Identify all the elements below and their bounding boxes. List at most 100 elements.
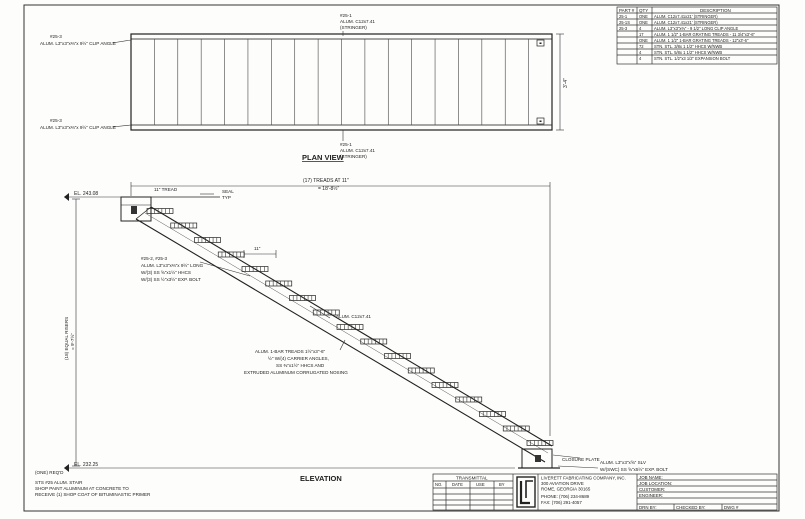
company-fax: FAX: (706) 291-4057	[541, 500, 582, 505]
clip-note-3: W/(3) SS ⅝"x1½" HHCS	[141, 269, 191, 275]
plan-bottom-part: #25-1	[340, 142, 352, 147]
bom-cell: ALUM. 1 1/2" 1-BAR GRATING TREADS - 12"x…	[654, 38, 749, 43]
tread-section	[431, 382, 459, 388]
bom-cell: 25-1	[619, 14, 628, 19]
stringer-top-edge	[150, 206, 553, 447]
bom-cell: ONE	[639, 14, 648, 19]
bill-of-materials	[616, 6, 778, 65]
transmittal-title: TRANSMITTAL	[456, 476, 488, 481]
notes-line-2: SHOP PAINT ALUMINUM AT CONCRETE TO	[35, 486, 129, 491]
company-phone: PHONE: (706) 234-8689	[541, 494, 590, 499]
seal-sub: TYP	[222, 195, 231, 200]
tread-section	[146, 208, 174, 214]
transmittal-col-by: BY	[499, 482, 505, 487]
el-bottom: EL. 232.25	[74, 462, 98, 468]
bom-header-desc: DESCRIPTION	[700, 8, 731, 13]
tread-section	[502, 425, 530, 432]
tread-section	[479, 411, 506, 417]
top-anchor-bolt	[131, 206, 137, 214]
dwg-number-label: DWG #	[724, 505, 739, 510]
bottom-anchor-bolt	[535, 455, 541, 462]
tread-section	[265, 280, 293, 287]
bom-cell: ONE	[639, 38, 648, 43]
transmittal-col-no: NO.	[435, 482, 442, 487]
tread-section	[384, 353, 411, 359]
transmittal-col-use: USE	[476, 482, 485, 487]
plan-bolt-top	[539, 42, 542, 44]
treads-dim: (17) TREADS AT 11"	[303, 178, 349, 184]
bom-cell: STN. STL. 3/8x 1 1/2" HHCS W/NWB	[654, 44, 722, 49]
plan-clip-part-bottom: #25-3	[50, 118, 62, 123]
notes-header: (ONE) REQ'D	[35, 470, 64, 475]
plan-bottom-part-sub: (STRINGER)	[340, 154, 367, 159]
engineer-label: ENGINEER:	[639, 493, 663, 498]
bom-cell: 25-3	[619, 26, 628, 31]
tread-section	[336, 324, 364, 330]
stringer-center-line	[144, 212, 549, 454]
bom-header-part: PART #	[619, 8, 635, 13]
plan-clip-top-right	[536, 39, 545, 47]
tread-section	[194, 237, 221, 243]
tread-section	[455, 396, 483, 403]
tread-section	[170, 222, 198, 229]
clip-note-4: W/(3) SS ½"x3½" EXP. BOLT	[141, 276, 201, 282]
elevation-view	[64, 182, 599, 472]
elevation-treads	[146, 208, 554, 446]
transmittal-col-date: DATE	[452, 482, 463, 487]
bom-cell: ALUM. 1 1/2" 1-BAR GRATING TREADS - 11 3…	[654, 32, 755, 37]
elevation-title: ELEVATION	[300, 474, 342, 483]
plan-bottom-stringer	[130, 124, 553, 131]
plan-top-part-sub: (STRINGER)	[340, 25, 367, 30]
job-location-label: JOB LOCATION:	[639, 481, 672, 486]
customer-label: CUSTOMER:	[639, 487, 665, 492]
plan-bottom-part-desc: ALUM. C12x7.41	[340, 148, 375, 153]
tread-section	[407, 367, 435, 374]
bom-cell: 17	[639, 32, 644, 37]
treads-total: = 18'-8½"	[318, 185, 339, 192]
tread-note-1: ALUM. 1-BAR TREADS 1½"x3"-6"	[255, 348, 326, 354]
bom-cell: STN. STL. 1/2"x3 1/2" EXPANSION BOLT	[654, 56, 731, 61]
plan-view-title: PLAN VIEW	[302, 153, 345, 162]
plan-top-part-desc: ALUM. C12x7.41	[340, 19, 375, 24]
bom-header-qty: QTY	[639, 8, 648, 13]
plan-view: 3'-4"	[111, 31, 569, 141]
tread-section	[289, 295, 316, 301]
plan-top-stringer	[130, 33, 553, 40]
tread-note-3: SS ⅜"x1½" HHCS AND	[276, 362, 325, 368]
plan-top-part: #25-1	[340, 13, 352, 18]
company-city: ROME, GEORGIA 30165	[541, 487, 591, 492]
notes-line-1: STS #25 ALUM. STAIR	[35, 480, 83, 485]
bom-cell: ALUM. C12x7.41x21' (STRINGER)	[654, 14, 718, 19]
tread-note-4: EXTRUDED ALUMINUM CORRUGATED NOSING	[244, 370, 348, 375]
drawn-by-label: DRN BY:	[639, 505, 657, 510]
bom-cell: ALUM. C12x7.41x21' (STRINGER)	[654, 20, 718, 25]
clip-note-1: #25-2, #25-3	[141, 256, 167, 261]
company-address: 300 AVIATION DRIVE	[541, 481, 584, 486]
plan-tread-lines	[154, 39, 529, 125]
seal-label: SEAL	[222, 189, 234, 194]
bom-cell: 4	[639, 50, 642, 55]
checked-by-label: CHECKED BY:	[676, 505, 706, 510]
plan-clip-bottom-right	[536, 117, 545, 125]
bom-cell: STN. STL. 5/8x 1 1/2" HHCS W/NWB	[654, 50, 722, 55]
stringer-bottom-edge	[135, 218, 546, 463]
plan-width-dim: 3'-4"	[563, 78, 569, 88]
risers-dim: (18) EQUAL RISERS	[64, 317, 69, 360]
tread-section	[241, 266, 269, 272]
el-top: EL. 243.08	[74, 191, 98, 197]
plan-clip-part-top: #25-3	[50, 34, 62, 39]
stringer-note: ALUM. C12x7.41	[336, 314, 371, 319]
tread-section	[526, 440, 554, 446]
tread-note-2: ½" W/(4) CARRIER ANGLES,	[268, 355, 329, 361]
company-name: LIVERETT FABRICATING COMPANY, INC.	[541, 476, 626, 481]
base-note-2: W/(SWC) SS ⅝"x5½" EXP. BOLT	[600, 466, 668, 472]
sheet-border	[23, 4, 780, 512]
bom-cell: 4	[639, 26, 642, 31]
plan-clip-angle-bottom: ALUM. L3"x3"x⅔"x 9½" CLIP ANGLE	[40, 124, 116, 130]
tread-section	[360, 338, 388, 345]
plan-bolt-bottom	[539, 120, 542, 122]
risers-total: = 9'-7½"	[69, 333, 75, 350]
base-note-1: ALUM. L3"x3"x⅝" SLV	[600, 460, 647, 465]
